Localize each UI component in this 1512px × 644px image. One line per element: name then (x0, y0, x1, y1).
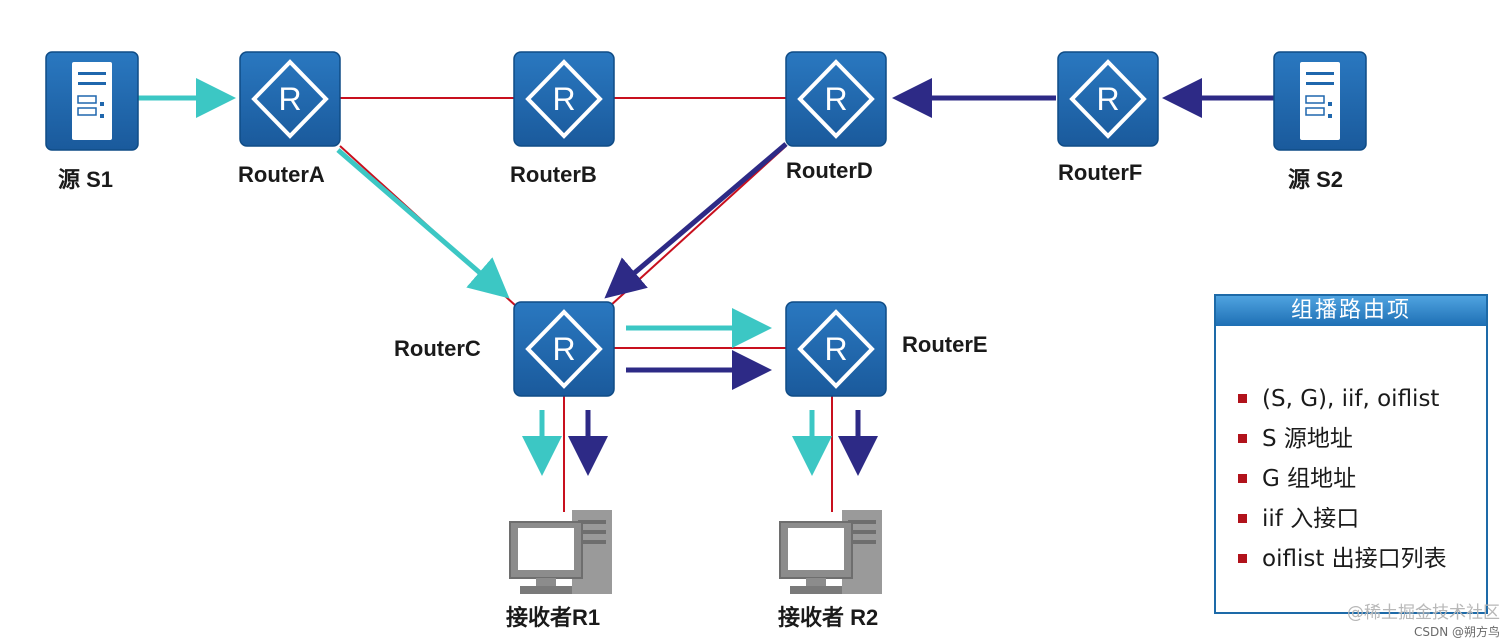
legend-item-text: G 组地址 (1262, 466, 1357, 492)
watermark: @稀土掘金技术社区 CSDN @朔方鸟 (1347, 598, 1500, 640)
panel-title: 组播路由项 (1216, 296, 1486, 326)
label-routere: RouterE (902, 332, 988, 357)
legend-item: G 组地址 (1236, 462, 1447, 502)
link-routerd-routerc (609, 145, 787, 307)
label-receiver-r2: 接收者 R2 (778, 605, 879, 630)
legend-item-text: S 源地址 (1262, 426, 1353, 452)
label-source-s1: 源 S1 (58, 167, 114, 192)
bullet-icon (1238, 474, 1247, 483)
legend-item: oiflist 出接口列表 (1236, 542, 1447, 582)
label-routera: RouterA (238, 162, 325, 187)
flow-s1 (138, 78, 832, 476)
legend-item: (S, G), iif, oiflist (1236, 382, 1447, 422)
legend-item-text: (S, G), iif, oiflist (1262, 386, 1440, 412)
legend-item-text: iif 入接口 (1262, 506, 1360, 532)
legend-list: (S, G), iif, oiflist S 源地址 G 组地址 iif 入接口… (1236, 382, 1447, 582)
bullet-icon (1238, 434, 1247, 443)
legend-item: iif 入接口 (1236, 502, 1447, 542)
label-routerf: RouterF (1058, 160, 1143, 185)
router-icon: R (513, 301, 615, 397)
router-icon: R (785, 301, 887, 397)
router-icon: R (1057, 51, 1159, 147)
router-glyph: R (552, 331, 575, 367)
flow-routerd-to-routerc (604, 142, 788, 299)
router-glyph: R (1096, 81, 1119, 117)
pc-icon (509, 510, 612, 594)
server-icon (45, 51, 139, 151)
label-source-s2: 源 S2 (1288, 167, 1344, 192)
watermark-csdn: CSDN @朔方鸟 (1413, 625, 1500, 639)
label-routerc: RouterC (394, 336, 481, 361)
legend-item: S 源地址 (1236, 422, 1447, 462)
pc-icon (779, 510, 882, 594)
flow-s2 (568, 78, 1274, 476)
server-icon (1273, 51, 1367, 151)
router-icon: R (513, 51, 615, 147)
router-glyph: R (824, 81, 847, 117)
label-routerd: RouterD (786, 158, 873, 183)
router-glyph: R (824, 331, 847, 367)
router-icon: R (239, 51, 341, 147)
flow-routera-to-routerc (336, 148, 510, 299)
router-glyph: R (278, 81, 301, 117)
legend-item-text: oiflist 出接口列表 (1262, 546, 1447, 572)
bullet-icon (1238, 394, 1247, 403)
label-receiver-r1: 接收者R1 (506, 605, 601, 630)
bullet-icon (1238, 554, 1247, 563)
router-icon: R (785, 51, 887, 147)
bullet-icon (1238, 514, 1247, 523)
multicast-route-entry-panel: 组播路由项 (S, G), iif, oiflist S 源地址 G 组地址 i… (1214, 294, 1488, 614)
label-routerb: RouterB (510, 162, 597, 187)
watermark-juejin: @稀土掘金技术社区 (1347, 603, 1500, 623)
router-glyph: R (552, 81, 575, 117)
